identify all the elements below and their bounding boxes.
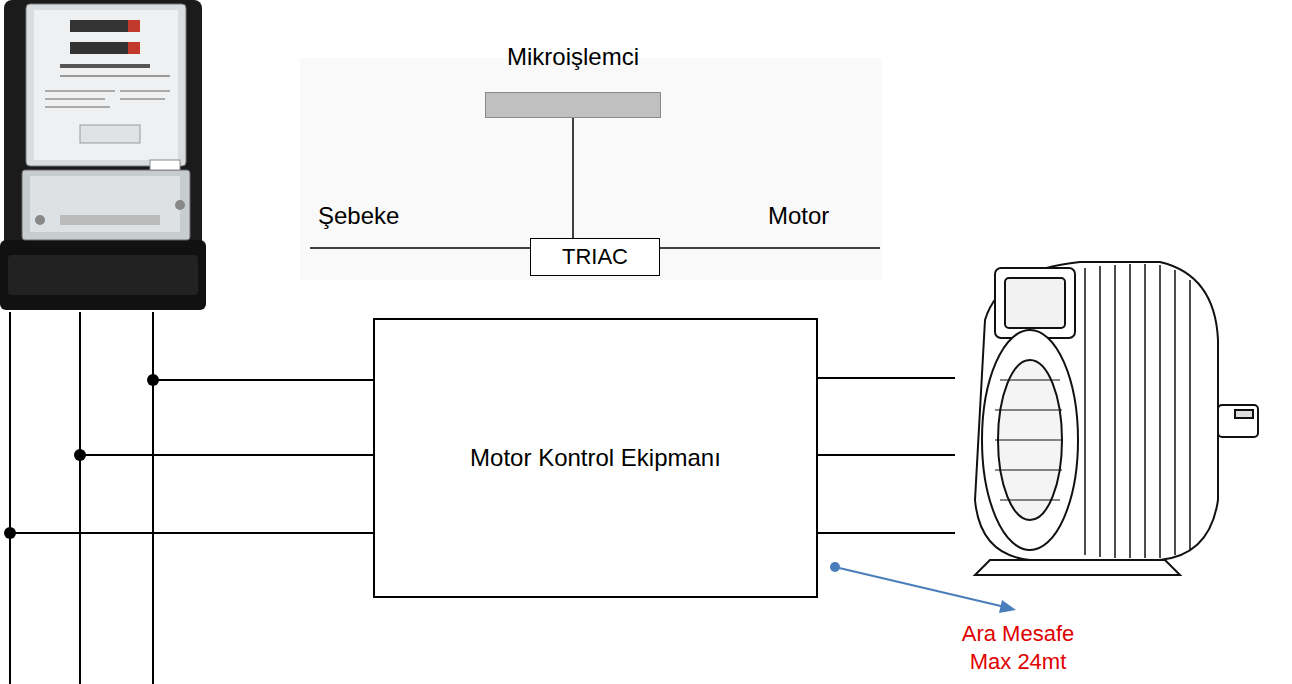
motor-illustration [975, 262, 1258, 575]
microprocessor-box: Mikroişlemci [485, 92, 661, 118]
box-heading: Mikroişlemci [507, 43, 639, 71]
supply-bus [10, 312, 955, 684]
triac-box: TRIAC [530, 238, 660, 276]
motor-control-box: Motor Kontrol Ekipmanı [373, 318, 818, 598]
motor-label: Motor [768, 201, 829, 231]
mains-label: Şebeke [318, 201, 399, 231]
inset-panel [300, 58, 882, 280]
junction-dot [4, 374, 159, 539]
electricity-meter [0, 0, 206, 310]
motor-wire [659, 247, 880, 249]
mains-wire [310, 247, 531, 249]
box-text: Motor Kontrol Ekipmanı [470, 444, 721, 472]
connector-line [572, 118, 574, 238]
distance-arrow [830, 562, 1016, 613]
distance-note: Ara Mesafe Max 24mt [943, 620, 1093, 675]
box-text: TRIAC [562, 244, 628, 269]
